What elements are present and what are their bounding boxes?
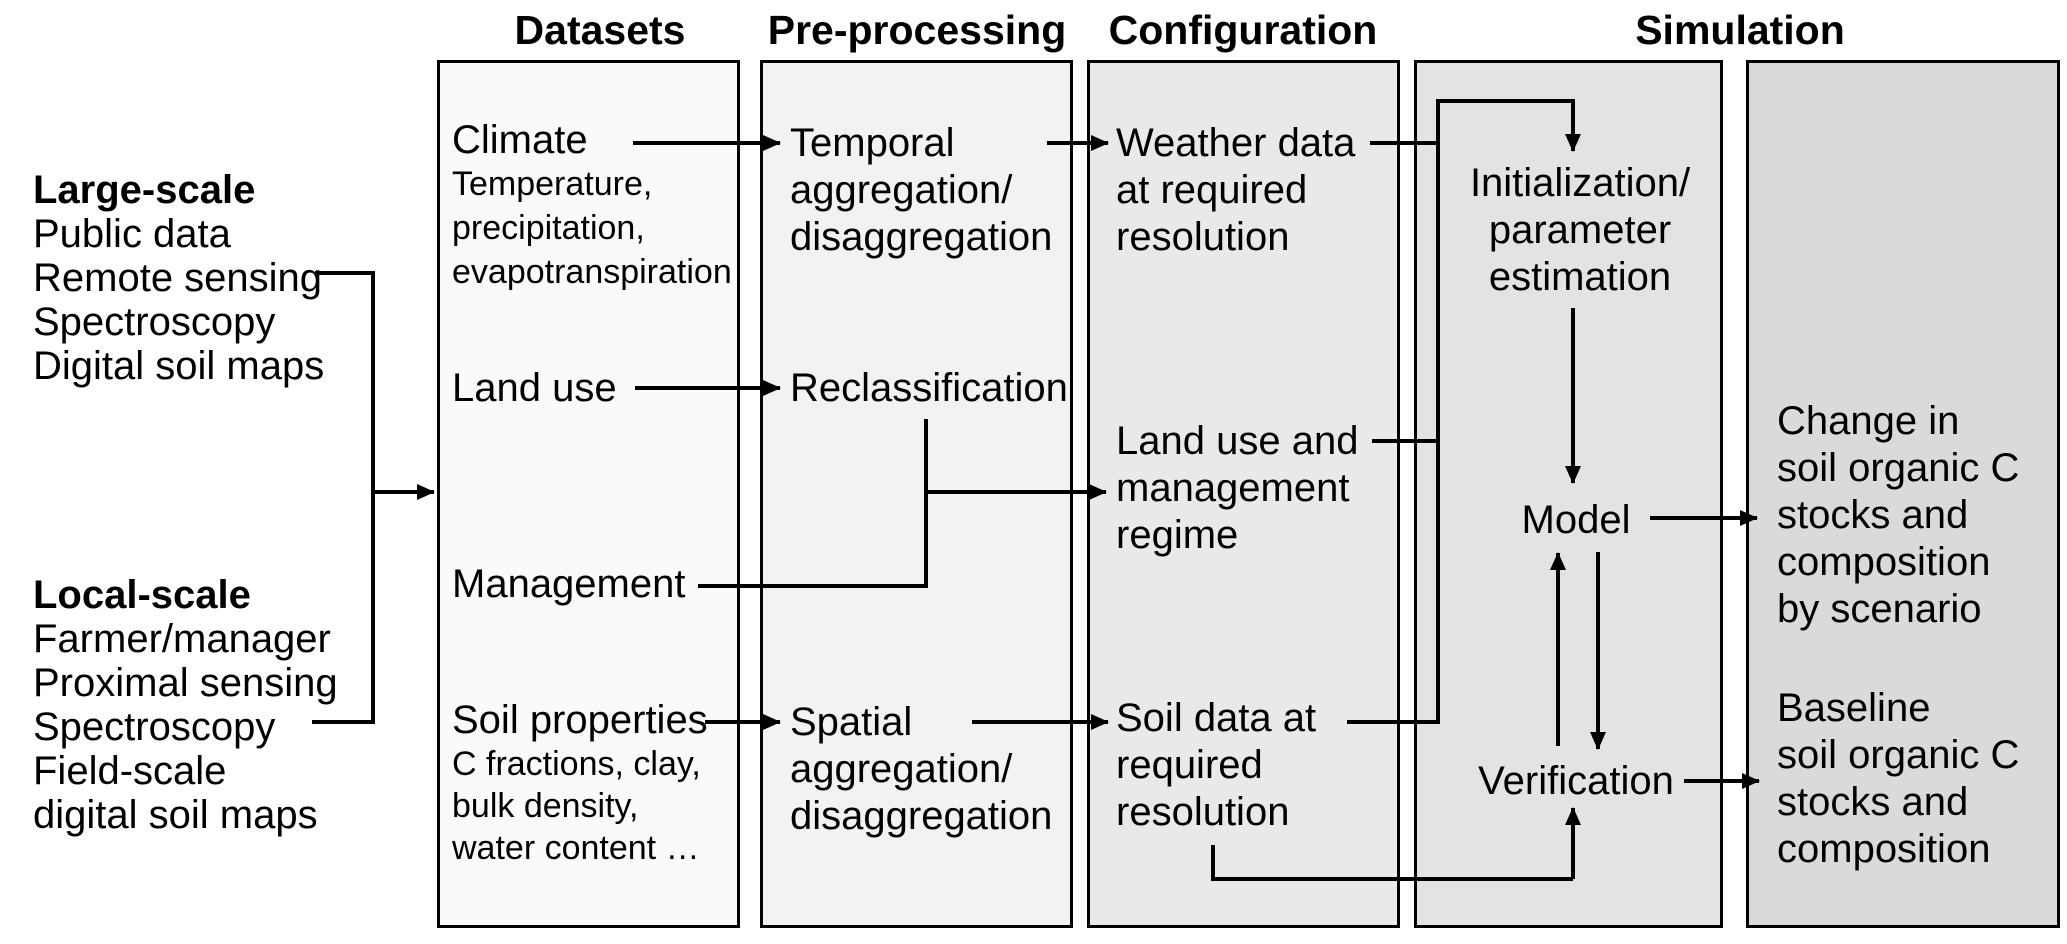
text-line: soil organic C — [1777, 446, 2020, 490]
model-step: Model — [1521, 498, 1631, 542]
text-line: composition — [1777, 827, 1991, 871]
large-scale-group: Large-scale Public data Remote sensing S… — [33, 168, 324, 388]
text-line: Initialization/ — [1469, 161, 1691, 205]
column-header-configuration: Configuration — [1108, 7, 1378, 53]
reclassification-step: Reclassification — [790, 366, 1068, 410]
column-header-preprocessing: Pre-processing — [767, 7, 1067, 53]
baseline-output: Baseline soil organic C stocks and compo… — [1777, 685, 2019, 873]
text-line: digital soil maps — [33, 793, 318, 837]
text-line: Baseline — [1777, 686, 1931, 730]
text-line: Digital soil maps — [33, 344, 325, 388]
text-line: Proximal sensing — [33, 661, 338, 705]
management-label: Management — [452, 562, 686, 606]
configuration-box — [1087, 60, 1400, 928]
soil-properties-label: Soil properties — [452, 698, 708, 742]
text-line: by scenario — [1777, 587, 1982, 631]
text-line: Farmer/manager — [33, 617, 331, 661]
scenario-output: Change in soil organic C stocks and comp… — [1777, 398, 2019, 633]
text-line: regime — [1116, 513, 1239, 557]
text-line: Field-scale — [33, 749, 227, 793]
preprocessing-box — [760, 60, 1073, 928]
datasets-box — [437, 60, 740, 928]
text-line: soil organic C — [1777, 733, 2020, 777]
local-scale-title: Local-scale — [33, 573, 251, 617]
spatial-aggregation-step: Spatial aggregation/ disaggregation — [790, 699, 1052, 840]
column-header-simulation: Simulation — [1635, 7, 1845, 53]
land-use-label: Land use — [452, 366, 617, 410]
text-line: Temporal — [790, 121, 955, 165]
text-line: Land use and — [1116, 419, 1359, 463]
text-line: disaggregation — [790, 794, 1053, 838]
text-line: Temperature, — [452, 165, 653, 203]
output-box — [1746, 60, 2060, 928]
local-scale-group: Local-scale Farmer/manager Proximal sens… — [33, 573, 338, 837]
text-line: estimation — [1488, 255, 1672, 299]
text-line: precipitation, — [452, 209, 645, 247]
text-line: bulk density, — [452, 787, 639, 825]
text-line: Spatial — [790, 700, 913, 744]
text-line: stocks and — [1777, 493, 1969, 537]
landuse-management-item: Land use and management regime — [1116, 418, 1358, 559]
text-line: parameter — [1488, 208, 1672, 252]
text-line: Spectroscopy — [33, 705, 276, 749]
weather-data-item: Weather data at required resolution — [1116, 120, 1355, 261]
text-line: Soil data at — [1116, 696, 1317, 740]
text-line: disaggregation — [790, 215, 1053, 259]
text-line: Remote sensing — [33, 256, 323, 300]
text-line: C fractions, clay, — [452, 745, 701, 783]
text-line: stocks and — [1777, 780, 1969, 824]
text-line: resolution — [1116, 790, 1290, 834]
text-line: management — [1116, 466, 1350, 510]
soil-properties-sublines: C fractions, clay, bulk density, water c… — [452, 743, 701, 869]
climate-sublines: Temperature, precipitation, evapotranspi… — [452, 162, 732, 294]
initialization-step: Initialization/ parameter estimation — [1440, 160, 1720, 301]
text-line: Public data — [33, 212, 231, 256]
large-scale-title: Large-scale — [33, 168, 256, 212]
text-line: Weather data — [1116, 121, 1356, 165]
text-line: water content … — [452, 829, 700, 867]
text-line: aggregation/ — [790, 747, 1013, 791]
text-line: Spectroscopy — [33, 300, 276, 344]
text-line: evapotranspiration — [452, 253, 732, 291]
verification-step: Verification — [1478, 759, 1674, 803]
text-line: aggregation/ — [790, 168, 1013, 212]
text-line: at required — [1116, 168, 1308, 212]
text-line: required — [1116, 743, 1263, 787]
text-line: Change in — [1777, 399, 1960, 443]
column-header-datasets: Datasets — [514, 7, 686, 53]
climate-label: Climate — [452, 118, 588, 162]
text-line: resolution — [1116, 215, 1290, 259]
soil-data-item: Soil data at required resolution — [1116, 695, 1316, 836]
temporal-aggregation-step: Temporal aggregation/ disaggregation — [790, 120, 1052, 261]
text-line: composition — [1777, 540, 1991, 584]
